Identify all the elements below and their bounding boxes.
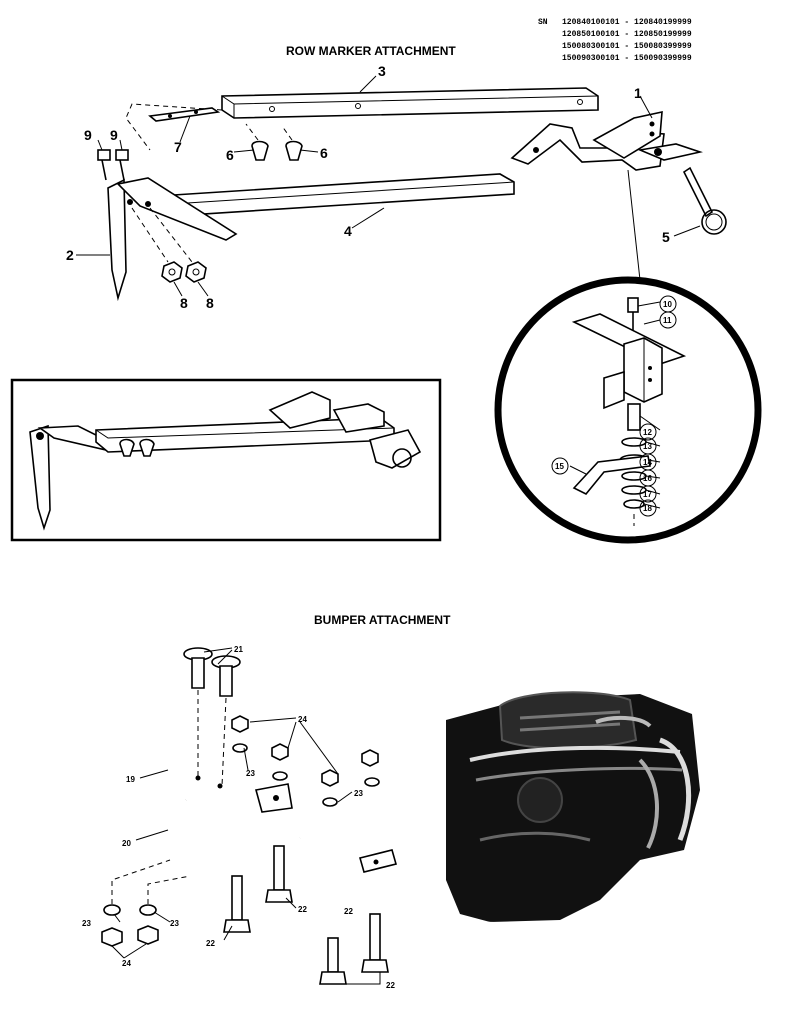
guide-line	[111, 859, 171, 904]
bumper-callouts: 19 20 21 22 22 22 22 23 23 23 23 24 24	[82, 645, 395, 990]
detail-callout: 11	[663, 316, 672, 325]
hex-bolt	[361, 913, 389, 973]
callout-label: 22	[206, 939, 215, 948]
leader-lines	[76, 75, 701, 297]
callout-label: 21	[234, 645, 243, 654]
callout-label: 22	[344, 907, 353, 916]
detail-callout: 18	[643, 504, 652, 513]
guide-line	[131, 207, 169, 263]
callout-label: 6	[226, 147, 234, 163]
hex-nut	[161, 261, 183, 283]
detail-callout: 13	[643, 442, 652, 451]
callout-label: 9	[110, 127, 118, 143]
hex-nut	[137, 925, 159, 945]
lock-washer	[364, 777, 380, 787]
spacer-plate	[148, 107, 221, 122]
carriage-bolt	[281, 125, 303, 161]
hex-nut	[185, 261, 207, 283]
hex-nut	[321, 769, 339, 787]
callout-label: 6	[320, 145, 328, 161]
callout-label: 4	[344, 223, 352, 239]
guide-line	[221, 697, 227, 787]
detail-callout: 15	[555, 462, 564, 471]
carriage-bolt	[183, 647, 213, 689]
lock-washer	[322, 797, 338, 807]
serial-range: 150090300101 - 150090399999	[562, 54, 692, 63]
bumper-upper-bar	[74, 667, 293, 813]
detail-callout: 14	[643, 458, 652, 467]
callout-label: 5	[662, 229, 670, 245]
callout-label: 2	[66, 247, 74, 263]
row-marker-title: ROW MARKER ATTACHMENT	[286, 44, 456, 58]
hex-nut	[101, 927, 123, 947]
carriage-bolt	[245, 123, 269, 161]
callout-label: 9	[84, 127, 92, 143]
assembled-view	[10, 378, 442, 542]
hex-bolt	[115, 149, 129, 181]
bumper-title: BUMPER ATTACHMENT	[314, 613, 451, 627]
callout-label: 1	[634, 85, 642, 101]
callout-label: 20	[122, 839, 131, 848]
detail-view-circle: 10 11 12 13 14 15 16 17 18	[494, 276, 762, 544]
lock-washer	[139, 904, 157, 916]
hex-nut	[271, 743, 289, 761]
callout-label: 7	[174, 139, 182, 155]
guide-line	[125, 103, 223, 151]
lock-washer	[103, 904, 121, 916]
row-marker-callouts: 1 2 3 4 5 6 6 7 8 8 9 9	[66, 63, 670, 311]
hex-nut	[231, 715, 249, 733]
leader-lines	[111, 647, 381, 985]
detail-callout: 12	[643, 428, 652, 437]
mounting-bracket	[510, 110, 703, 171]
callout-label: 22	[298, 905, 307, 914]
callout-label: 8	[206, 295, 214, 311]
serial-number-block: SN 120840100101 - 120840199999 120850100…	[538, 18, 692, 63]
callout-label: 19	[126, 775, 135, 784]
guide-line	[149, 207, 193, 263]
marker-tube-lower	[157, 173, 515, 217]
guide-line	[147, 875, 191, 904]
detail-callout: 16	[643, 474, 652, 483]
callout-label: 24	[122, 959, 131, 968]
hex-bolt	[97, 149, 111, 181]
callout-label: 23	[170, 919, 179, 928]
lock-washer	[232, 743, 248, 753]
serial-range: 120840100101 - 120840199999	[562, 18, 692, 27]
callout-label: 23	[246, 769, 255, 778]
callout-label: 22	[386, 981, 395, 990]
callout-label: 23	[82, 919, 91, 928]
callout-label: 8	[180, 295, 188, 311]
hex-nut	[361, 749, 379, 767]
marker-blade	[107, 177, 238, 302]
hex-bolt	[265, 845, 293, 903]
serial-range: 150080300101 - 150080399999	[562, 42, 692, 51]
carriage-bolt	[211, 655, 241, 697]
callout-label: 24	[298, 715, 307, 724]
hitch-pin	[682, 166, 727, 235]
callout-label: 23	[354, 789, 363, 798]
detail-callout: 17	[643, 490, 652, 499]
callout-label: 3	[378, 63, 386, 79]
bumper-lower-frame	[168, 797, 408, 948]
bumper-photo	[446, 691, 700, 930]
serial-range: 120850100101 - 120850199999	[562, 30, 692, 39]
hex-bolt	[319, 937, 347, 985]
lock-washer	[272, 771, 288, 781]
marker-tube-upper	[221, 87, 599, 119]
serial-prefix: SN	[538, 18, 548, 27]
detail-callout: 10	[663, 300, 672, 309]
